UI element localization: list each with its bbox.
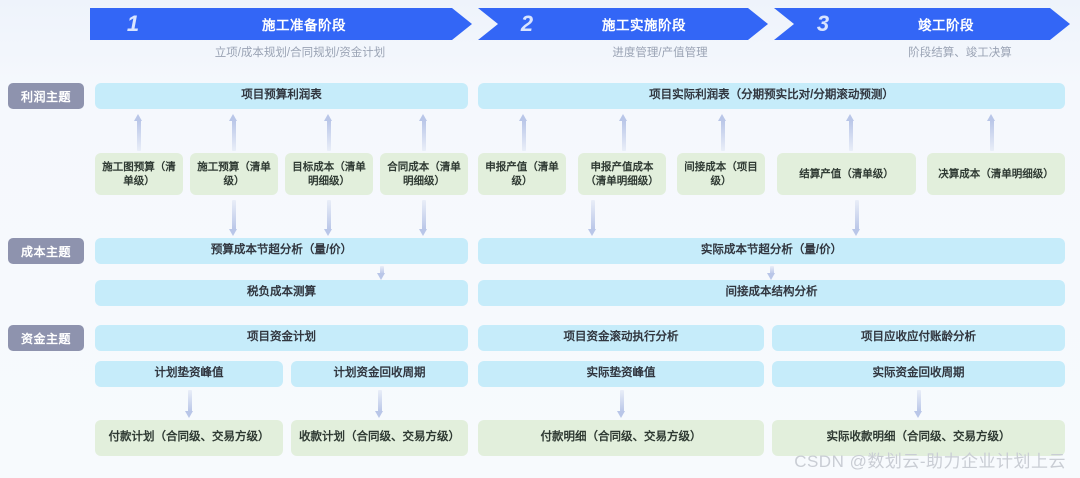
theme-label-profit: 利润主题 [8,83,84,109]
fund-header-box-1[interactable]: 项目资金计划 [95,325,468,351]
fund-detail-box-3[interactable]: 付款明细（合同级、交易方级） [478,420,764,456]
arrow-down-icon-8 [185,390,194,418]
fund-metric-box-4[interactable]: 实际资金回收周期 [772,361,1065,387]
profit-source-box-3[interactable]: 目标成本（清单明细级） [285,153,373,195]
profit-source-box-7[interactable]: 间接成本（项目级） [677,153,765,195]
arrow-down-icon-10 [617,390,626,418]
phase-subtitle-2: 进度管理/产值管理 [612,47,708,59]
phase-number-1: 1 [126,11,140,36]
fund-metric-box-1[interactable]: 计划垫资峰值 [95,361,283,387]
cost-right-primary-box[interactable]: 实际成本节超分析（量/价） [478,238,1065,264]
arrow-down-icon-11 [914,390,923,418]
profit-source-box-5[interactable]: 申报产值（清单级） [478,153,566,195]
cost-right-secondary-box[interactable]: 间接成本结构分析 [478,280,1065,306]
arrow-down-icon-4 [588,200,597,236]
cost-left-primary-box[interactable]: 预算成本节超分析（量/价） [95,238,468,264]
fund-header-box-2[interactable]: 项目资金滚动执行分析 [478,325,764,351]
cost-left-secondary-box[interactable]: 税负成本测算 [95,280,468,306]
arrow-down-icon-1 [229,200,238,236]
phase-title-2: 施工实施阶段 [602,18,686,33]
profit-source-box-1[interactable]: 施工图预算（清单级） [95,153,183,195]
phase-title-3: 竣工阶段 [918,18,974,33]
arrow-down-icon-7 [767,266,776,280]
arrow-down-icon-2 [324,200,333,236]
arrow-up-icon-4 [419,114,428,151]
arrow-up-icon-5 [519,114,528,151]
profit-source-box-8[interactable]: 结算产值（清单级） [777,153,916,195]
fund-metric-box-3[interactable]: 实际垫资峰值 [478,361,764,387]
phase-chevron-1[interactable]: 1 施工准备阶段 [90,8,472,40]
arrow-down-icon-6 [377,266,386,280]
arrow-up-icon-1 [134,114,143,151]
arrow-up-icon-6 [619,114,628,151]
profit-source-box-4[interactable]: 合同成本（清单明细级） [380,153,468,195]
arrow-up-icon-3 [324,114,333,151]
arrow-down-icon-5 [852,200,861,236]
profit-left-summary-box[interactable]: 项目预算利润表 [95,83,468,109]
arrow-up-icon-9 [987,114,996,151]
phase-chevron-3[interactable]: 3 竣工阶段 [774,8,1070,40]
fund-detail-box-1[interactable]: 付款计划（合同级、交易方级） [95,420,283,456]
fund-header-box-3[interactable]: 项目应收应付账龄分析 [772,325,1065,351]
fund-metric-box-2[interactable]: 计划资金回收周期 [291,361,468,387]
arrow-up-icon-2 [229,114,238,151]
arrow-up-icon-8 [846,114,855,151]
fund-detail-box-2[interactable]: 收款计划（合同级、交易方级） [291,420,468,456]
profit-source-box-9[interactable]: 决算成本（清单明细级） [927,153,1065,195]
phase-title-1: 施工准备阶段 [262,18,346,33]
profit-right-summary-box[interactable]: 项目实际利润表（分期预实比对/分期滚动预测） [478,83,1065,109]
arrow-up-icon-7 [718,114,727,151]
theme-label-fund: 资金主题 [8,325,84,351]
theme-label-cost: 成本主题 [8,238,84,264]
phase-subtitles: 立项/成本规划/合同规划/资金计划 进度管理/产值管理 阶段结算、竣工决算 [90,44,1070,64]
phase-number-2: 2 [520,11,534,36]
profit-source-box-6[interactable]: 申报产值成本（清单明细级） [578,153,666,195]
fund-detail-box-4[interactable]: 实际收款明细（合同级、交易方级） [772,420,1065,456]
arrow-down-icon-3 [419,200,428,236]
phase-subtitle-3: 阶段结算、竣工决算 [908,47,1012,59]
phase-header: 1 施工准备阶段 2 施工实施阶段 3 竣工阶段 [90,8,1070,40]
phase-chevron-2[interactable]: 2 施工实施阶段 [478,8,768,40]
phase-number-3: 3 [816,11,830,36]
arrow-down-icon-9 [375,390,384,418]
phase-subtitle-1: 立项/成本规划/合同规划/资金计划 [214,47,386,59]
profit-source-box-2[interactable]: 施工预算（清单级） [190,153,278,195]
